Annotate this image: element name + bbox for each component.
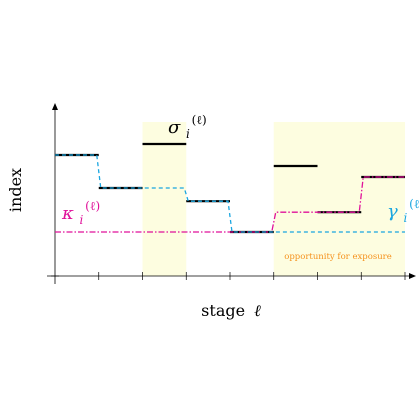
series-lines	[55, 142, 405, 234]
exposure-note: opportunity for exposure	[284, 252, 392, 262]
highlight-region-2	[273, 122, 405, 276]
x-axis-label: stage ℓ	[201, 301, 261, 320]
kappa-symbol: κ	[61, 203, 74, 224]
highlight-regions	[142, 122, 405, 276]
y-axis-label: index	[6, 168, 25, 212]
sigma-subscript: i	[186, 127, 190, 141]
x-axis-ticks	[51, 272, 406, 280]
gamma-symbol: γ	[387, 201, 398, 222]
kappa-label: κ i (ℓ)	[61, 199, 100, 229]
highlight-region-1	[142, 122, 187, 276]
kappa-subscript: i	[80, 213, 84, 227]
sigma-label: σ i (ℓ)	[168, 113, 207, 143]
gamma-superscript: (ℓ)	[409, 197, 420, 211]
x-axis-label-word: stage	[201, 301, 245, 320]
x-axis-label-variable: ℓ	[254, 301, 261, 320]
gamma-subscript: i	[404, 211, 408, 225]
x-axis-arrowhead	[409, 273, 416, 279]
kappa-superscript: (ℓ)	[85, 199, 100, 213]
axes	[47, 103, 416, 284]
sigma-superscript: (ℓ)	[192, 113, 207, 127]
y-axis-arrowhead	[52, 103, 58, 110]
sigma-symbol: σ	[168, 117, 181, 138]
gamma-label: γ i (ℓ)	[387, 197, 420, 227]
